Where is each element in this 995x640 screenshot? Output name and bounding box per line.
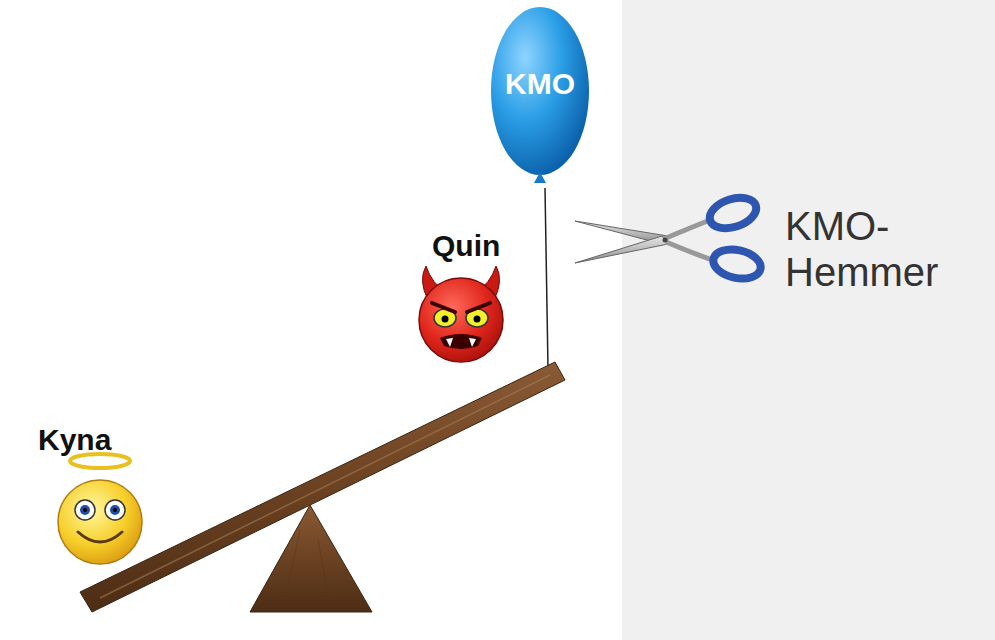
- angel-face: [58, 454, 142, 564]
- balloon: KMO: [490, 6, 590, 188]
- devil-face: [419, 266, 503, 362]
- balloon-string: [545, 188, 548, 368]
- white-panel: [0, 0, 622, 640]
- seesaw-plank: [80, 362, 565, 612]
- character-name: Quin: [432, 228, 562, 263]
- scissors: [575, 192, 763, 282]
- scissors-label: KMO-Hemmer: [785, 203, 970, 295]
- balloon-text: KMO: [490, 6, 590, 101]
- character-name: Kyna: [38, 422, 168, 457]
